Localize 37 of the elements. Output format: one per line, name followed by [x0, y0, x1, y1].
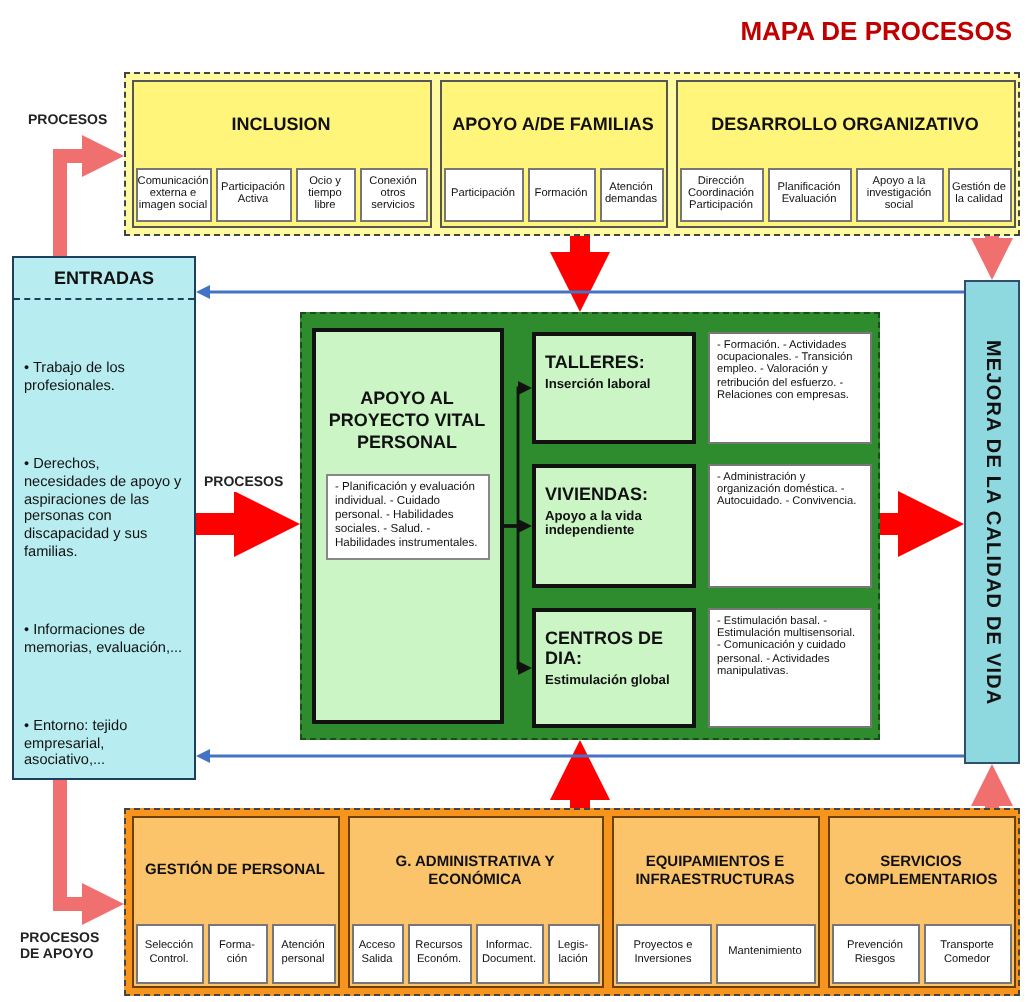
process-group [439, 79, 667, 227]
process-group [131, 815, 339, 987]
group-heading: INCLUSION [229, 111, 333, 137]
group-heading: APOYO A/DE FAMILIAS [450, 111, 656, 137]
process-box [531, 331, 695, 443]
arrow [504, 524, 532, 675]
arrow [196, 285, 964, 299]
process-box [311, 327, 503, 723]
group-frame [124, 808, 1020, 996]
box-heading: VIVIENDAS: [545, 483, 651, 503]
inputs-heading: ENTRADAS [14, 258, 194, 300]
box-heading: TALLERES: [545, 351, 647, 371]
output-label: MEJORA DE LA CALIDAD DE VIDA [981, 339, 1003, 705]
arrow [550, 740, 610, 808]
arrow [53, 780, 124, 925]
process-group [611, 815, 819, 987]
output-box [964, 280, 1020, 764]
process-group [675, 79, 1015, 227]
box-heading: APOYO AL PROYECTO VITAL PERSONAL [326, 387, 488, 455]
arrow [196, 491, 300, 557]
process-group [347, 815, 603, 987]
process-group [827, 815, 1015, 987]
arrow [971, 236, 1013, 280]
group-frame [300, 312, 880, 740]
process-group [131, 79, 431, 227]
arrow [196, 749, 964, 763]
box-heading: CENTROS DE DIA: [545, 627, 666, 667]
group-frame [124, 72, 1020, 236]
arrow [971, 764, 1013, 808]
inputs-box [12, 256, 196, 780]
group-heading: DESARROLLO ORGANIZATIVO [709, 111, 981, 137]
diagram-title: MAPA DE PROCESOS [738, 16, 1012, 46]
arrow [550, 236, 610, 312]
process-box [531, 463, 695, 587]
arrow [53, 135, 124, 256]
process-box [531, 607, 695, 727]
arrow [880, 491, 964, 557]
